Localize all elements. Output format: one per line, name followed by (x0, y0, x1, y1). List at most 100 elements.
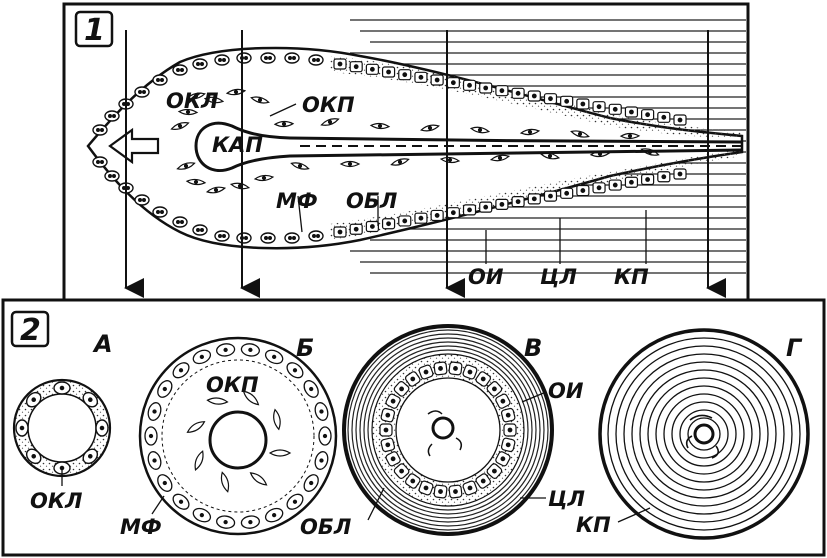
osteoblast-nucleus (353, 64, 359, 70)
precursor-nucleus (193, 179, 199, 185)
osteoclast-nucleus (309, 480, 314, 486)
label-oi: ОИ (468, 265, 504, 289)
precursor-nucleus (627, 133, 633, 139)
osteoclast-row (92, 52, 324, 244)
osteoclast-nucleus (99, 127, 104, 132)
osteoclast-nucleus (121, 101, 126, 106)
section-b: Б ОКП МФ (120, 334, 338, 539)
osteoclast-nucleus (195, 227, 200, 232)
osteoblast-nucleus (423, 369, 429, 375)
lamella-ring (663, 393, 745, 475)
precursor-cell (220, 471, 230, 493)
osteoclast-cell (152, 206, 168, 218)
osteoblast-nucleus (434, 77, 440, 83)
osteoclast-nucleus (59, 385, 65, 391)
section-b-label-okp: ОКП (206, 373, 259, 397)
osteoblast-nucleus (548, 193, 553, 199)
osteoblast-nucleus (531, 196, 537, 202)
precursor-nucleus (193, 93, 199, 99)
osteoblast-nucleus (402, 218, 408, 224)
osteoclast-nucleus (292, 368, 298, 373)
osteoclast-nucleus (319, 458, 324, 463)
osteoclast-nucleus (175, 219, 180, 224)
osteoblast-nucleus (450, 80, 456, 86)
label-cl: ЦЛ (540, 265, 577, 289)
osteoclast-nucleus (199, 62, 204, 67)
osteoclast-cell (260, 52, 276, 64)
precursor-nucleus (297, 163, 303, 169)
panel-2-badge (10, 310, 50, 348)
precursor-nucleus (497, 155, 503, 161)
osteoblast-nucleus (629, 109, 634, 115)
osteoblast-nucleus (385, 442, 391, 448)
panel-1: 1 ОКЛ ОКП КАП МФ ОБЛ ОИ ЦЛ КП (62, 2, 750, 302)
precursor-nucleus (185, 109, 191, 115)
osteoclast-nucleus (125, 101, 130, 106)
osteoclast-nucleus (31, 397, 37, 403)
osteoblast-nucleus (438, 366, 443, 371)
osteoclast-cell (172, 64, 188, 76)
osteoclast-nucleus (199, 512, 205, 518)
osteoclast-nucleus (195, 62, 200, 67)
osteoclast-nucleus (271, 354, 277, 360)
osteoclast-nucleus (292, 499, 298, 504)
osteoclast-nucleus (175, 67, 180, 72)
osteoclast-cell (92, 156, 108, 168)
lamella-ring (655, 385, 753, 483)
osteoclast-nucleus (155, 77, 160, 82)
label-kp: КП (614, 265, 649, 289)
osteoblast-nucleus (337, 229, 343, 235)
section-v-label-obl: ОБЛ (300, 515, 351, 539)
osteoclast-nucleus (217, 233, 222, 238)
section-b-leader (151, 495, 165, 515)
section-g-capillary (693, 423, 715, 445)
osteoclast-cell (104, 110, 120, 122)
osteoblast-nucleus (596, 104, 602, 110)
osteoblast-nucleus (645, 177, 651, 182)
osteoblast-nucleus (390, 398, 396, 404)
osteoclast-nucleus (199, 227, 204, 232)
osteoclast-cell (260, 232, 276, 244)
osteoclast-nucleus (87, 453, 93, 459)
precursor-nucleus (377, 123, 383, 129)
osteoclast-nucleus (95, 127, 100, 132)
osteoclast-nucleus (312, 233, 317, 238)
precursor-nucleus (211, 97, 217, 103)
section-g: Г КП (576, 328, 810, 540)
lamella-ring (687, 417, 721, 451)
osteoclast-nucleus (121, 185, 126, 190)
osteoclast-cell (192, 224, 208, 236)
osteoclast-nucleus (288, 235, 293, 240)
osteoclast-nucleus (243, 56, 248, 61)
osteoblast-nucleus (629, 179, 634, 185)
lamella-ring (615, 345, 793, 523)
osteoclast-nucleus (178, 368, 184, 373)
osteoclast-nucleus (264, 56, 269, 61)
lamella-ring (598, 328, 810, 540)
osteoblast-nucleus (353, 226, 359, 232)
osteoclast-nucleus (271, 512, 277, 518)
precursor-nucleus (233, 89, 239, 95)
osteoblast-nucleus (453, 366, 458, 371)
osteoclast-nucleus (292, 56, 297, 61)
section-b-inner-ring (161, 359, 315, 513)
osteoclast-nucleus (179, 67, 184, 72)
osteoclast-nucleus (221, 233, 226, 238)
osteoclast-nucleus (223, 347, 228, 353)
osteoclast-nucleus (268, 56, 273, 61)
osteoblast-nucleus (383, 427, 389, 433)
osteoclast-nucleus (288, 56, 293, 61)
label-mf: МФ (276, 189, 318, 213)
panel-1-badge (74, 10, 114, 48)
osteoblast-nucleus (564, 98, 570, 104)
precursor-cell (206, 397, 229, 405)
precursor-nucleus (257, 97, 263, 103)
lamella-ring (631, 361, 777, 507)
osteoclast-nucleus (268, 235, 273, 240)
osteoblast-nucleus (507, 427, 513, 433)
capillary (194, 121, 743, 172)
osteoblast-nucleus (548, 96, 553, 102)
osteoclast-nucleus (248, 519, 253, 525)
precursor-nucleus (213, 187, 219, 193)
